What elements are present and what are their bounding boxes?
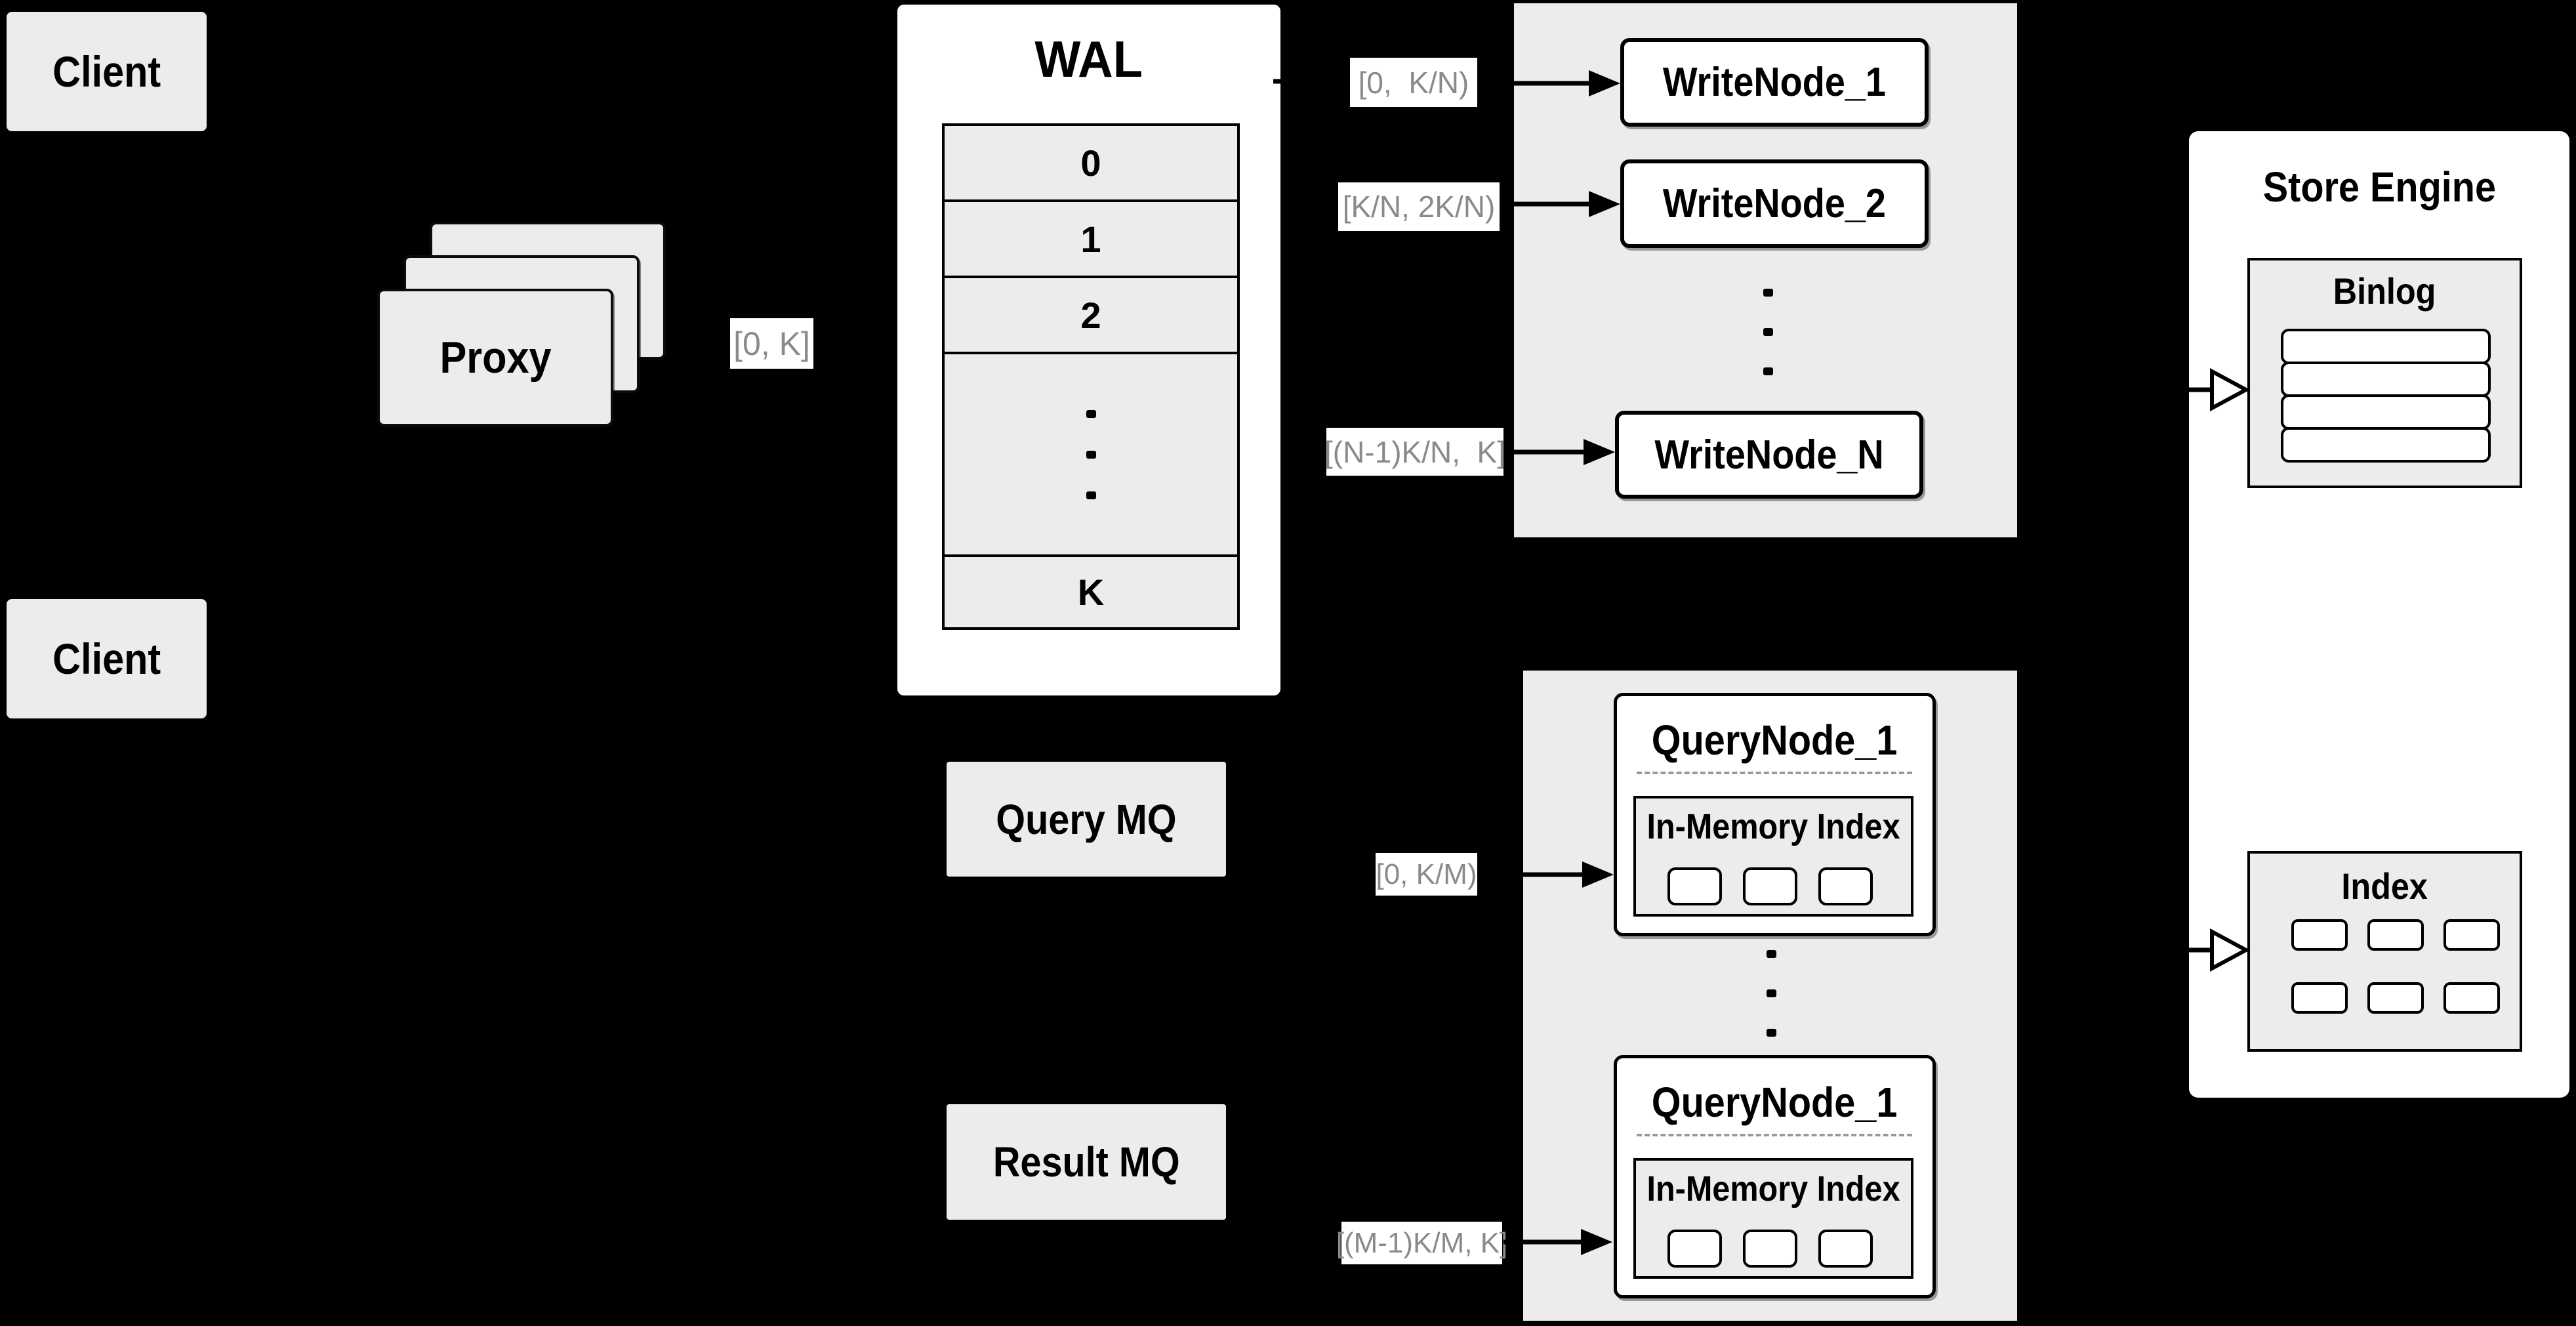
ellipsis-dot xyxy=(1763,289,1773,297)
ellipsis-dot xyxy=(1763,367,1773,375)
index-segment xyxy=(2443,919,2500,951)
query-node-title: QueryNode_1 xyxy=(1652,716,1898,764)
index-segment xyxy=(2291,982,2348,1014)
wal-row: K xyxy=(945,557,1237,627)
client-bottom-label: Client xyxy=(52,634,161,683)
write-node-n: WriteNode_N xyxy=(1615,411,1923,499)
index-segment xyxy=(2443,982,2500,1014)
wal-row-label: 0 xyxy=(1080,142,1101,184)
arrow-query-m xyxy=(1503,1229,1612,1255)
index-chunk xyxy=(1818,1230,1873,1268)
binlog-title-wrap: Binlog xyxy=(2247,268,2522,314)
index-chunk xyxy=(1667,867,1722,905)
wal-ellipsis-row xyxy=(945,354,1237,557)
arrow-write-2 xyxy=(1501,191,1620,217)
binlog-segment xyxy=(2281,427,2491,463)
in-memory-index-title: In-Memory Index xyxy=(1646,807,1900,846)
ellipsis-dot xyxy=(1086,491,1096,499)
wal-row-label: 1 xyxy=(1080,218,1101,260)
range-label-write-n: [(N-1)K/N, K] xyxy=(1324,428,1505,476)
proxy-label: Proxy xyxy=(439,333,552,383)
range-label-write-2: [K/N, 2K/N) xyxy=(1338,182,1500,231)
arrow-binlog-hollow xyxy=(2165,367,2251,412)
store-engine-title-wrap: Store Engine xyxy=(2189,157,2569,217)
binlog-segments xyxy=(2281,329,2491,463)
query-node-divider xyxy=(1637,772,1912,774)
wal-table: 0 1 2 K xyxy=(942,123,1240,630)
client-box-bottom: Client xyxy=(7,599,207,718)
wal-row: 1 xyxy=(945,202,1237,278)
arrow-write-n xyxy=(1505,439,1615,465)
result-mq-label: Result MQ xyxy=(992,1138,1180,1186)
index-chunk xyxy=(1743,1230,1797,1268)
proxy-card-front: Proxy xyxy=(377,289,613,426)
index-chunk xyxy=(1818,867,1873,905)
result-mq-box: Result MQ xyxy=(947,1104,1226,1220)
range-label-write-1: [0, K/N) xyxy=(1350,58,1477,107)
write-node-2: WriteNode_2 xyxy=(1620,159,1929,248)
query-node-divider xyxy=(1637,1134,1912,1136)
query-node-1-title-wrap: QueryNode_1 xyxy=(1614,714,1936,766)
wal-row: 0 xyxy=(945,126,1237,202)
ellipsis-dot xyxy=(1086,450,1096,459)
in-memory-index-title-wrap: In-Memory Index xyxy=(1633,1168,1913,1210)
index-chunk xyxy=(1743,867,1797,905)
wal-title-wrap: WAL xyxy=(897,30,1280,89)
write-node-label: WriteNode_2 xyxy=(1662,181,1887,226)
client-box-top: Client xyxy=(7,12,207,131)
write-node-label: WriteNode_N xyxy=(1654,432,1884,478)
ellipsis-dot xyxy=(1763,328,1773,336)
index-segment xyxy=(2291,919,2348,951)
query-mq-label: Query MQ xyxy=(996,795,1177,843)
ellipsis-dot xyxy=(1767,1029,1776,1037)
wal-row-label: K xyxy=(1077,571,1105,613)
binlog-segment xyxy=(2281,329,2491,364)
ellipsis-dot xyxy=(1767,950,1776,958)
range-label-query-1: [0, K/M) xyxy=(1376,853,1477,896)
query-node-title: QueryNode_1 xyxy=(1652,1079,1898,1126)
wal-title: WAL xyxy=(1034,30,1143,88)
query-node-2-title-wrap: QueryNode_1 xyxy=(1614,1076,1936,1129)
index-segment xyxy=(2367,919,2424,951)
in-memory-index-title-wrap: In-Memory Index xyxy=(1633,806,1913,848)
arrow-query-1 xyxy=(1479,861,1614,888)
arrow-write-1 xyxy=(1479,70,1620,96)
ellipsis-dot xyxy=(1086,409,1096,418)
binlog-title: Binlog xyxy=(2333,270,2436,312)
index-box xyxy=(2247,851,2522,1052)
range-label-proxy: [0, K] xyxy=(730,318,813,369)
store-engine-title: Store Engine xyxy=(2262,163,2496,211)
index-title-wrap: Index xyxy=(2247,863,2522,909)
index-segment xyxy=(2367,982,2424,1014)
query-mq-box: Query MQ xyxy=(947,762,1226,877)
write-node-label: WriteNode_1 xyxy=(1662,60,1887,105)
in-memory-index-title: In-Memory Index xyxy=(1646,1169,1900,1209)
index-title: Index xyxy=(2341,865,2428,907)
wal-row-label: 2 xyxy=(1080,294,1101,336)
wal-row: 2 xyxy=(945,278,1237,354)
write-node-1: WriteNode_1 xyxy=(1620,38,1929,127)
ellipsis-dot xyxy=(1767,989,1776,997)
client-top-label: Client xyxy=(52,47,161,96)
arrow-index-hollow xyxy=(2165,928,2251,972)
index-chunk xyxy=(1667,1230,1722,1268)
